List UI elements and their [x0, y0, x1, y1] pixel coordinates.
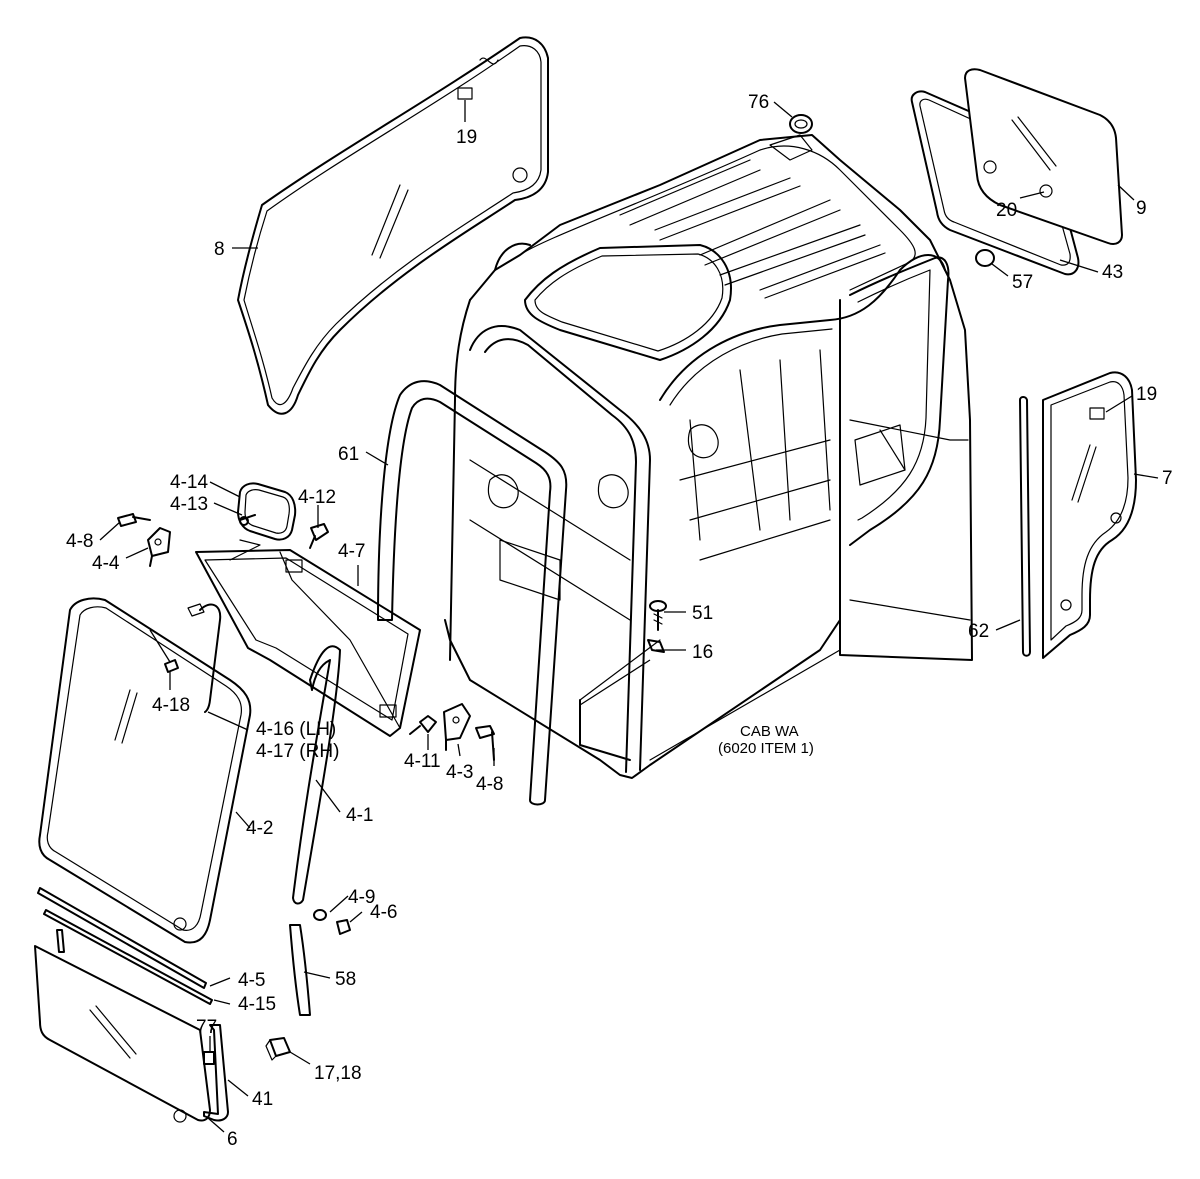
- label-4-16: 4-16 (LH): [256, 719, 336, 740]
- label-4-9: 4-9: [348, 887, 375, 908]
- side-glass-9: [964, 68, 1123, 245]
- washer-4-9: [313, 909, 327, 921]
- clip-16: [647, 639, 665, 653]
- mirror-4-14: [237, 482, 297, 541]
- label-19-right: 19: [1136, 384, 1157, 405]
- bolt-4-11: [409, 715, 437, 735]
- bolt-4-8-left: [117, 513, 151, 527]
- door-rail-4-1: [292, 645, 341, 905]
- bolt-4-18: [164, 659, 179, 673]
- label-8: 8: [214, 239, 225, 260]
- label-7: 7: [1162, 468, 1173, 489]
- label-6: 6: [227, 1129, 238, 1150]
- door-window-frame-4-7: [195, 539, 421, 737]
- windshield-glass-upper: [237, 36, 549, 415]
- nut-4-6: [336, 919, 351, 935]
- seal-41: [203, 1024, 229, 1122]
- label-4-11: 4-11: [404, 751, 441, 772]
- label-4-1: 4-1: [346, 805, 373, 826]
- screw-51: [649, 600, 667, 631]
- label-4-12: 4-12: [298, 487, 336, 508]
- stopper-58: [289, 924, 311, 1016]
- grommet-76: [789, 114, 813, 134]
- hinge-4-4: [147, 527, 171, 567]
- label-4-15: 4-15: [238, 994, 276, 1015]
- label-4-6: 4-6: [370, 902, 397, 923]
- strip-4-15: [43, 909, 213, 1005]
- label-58: 58: [335, 969, 356, 990]
- block-77: [203, 1051, 215, 1065]
- label-62: 62: [968, 621, 989, 642]
- label-57: 57: [1012, 272, 1033, 293]
- label-41: 41: [252, 1089, 273, 1110]
- label-4-13: 4-13: [170, 494, 208, 515]
- front-seal-61: [377, 380, 568, 806]
- label-4-18: 4-18: [152, 695, 190, 716]
- label-4-5: 4-5: [238, 970, 265, 991]
- label-61: 61: [338, 444, 359, 465]
- cab-frame: [444, 134, 973, 779]
- rear-seal-strip-62: [1019, 396, 1031, 657]
- label-9: 9: [1136, 198, 1147, 219]
- label-4-8-right: 4-8: [476, 774, 503, 795]
- label-4-3: 4-3: [446, 762, 473, 783]
- assembly-note: CAB WA (6020 ITEM 1): [718, 723, 814, 757]
- o-ring-57: [975, 249, 995, 267]
- label-4-14: 4-14: [170, 472, 208, 493]
- rear-glass-7: [1042, 371, 1137, 659]
- label-4-17: 4-17 (RH): [256, 741, 339, 762]
- label-4-2: 4-2: [246, 818, 273, 839]
- label-19-top: 19: [456, 127, 477, 148]
- label-77: 77: [196, 1017, 217, 1038]
- note-reference: (6020 ITEM 1): [718, 740, 814, 757]
- label-4-8-left: 4-8: [66, 531, 93, 552]
- bolt-4-12: [309, 523, 329, 549]
- label-17-18: 17,18: [314, 1063, 362, 1084]
- side-window-seal-43: [910, 90, 1080, 276]
- strip-4-5: [37, 887, 207, 989]
- hinge-4-3: [443, 703, 471, 751]
- leader-lines: [99, 100, 1159, 1133]
- door-rod-4-16: [187, 603, 222, 713]
- door-glass-4-2: [38, 597, 252, 944]
- label-16: 16: [692, 642, 713, 663]
- label-4-4: 4-4: [92, 553, 120, 574]
- label-4-7: 4-7: [338, 541, 365, 562]
- label-76: 76: [748, 92, 769, 113]
- callout-labels: 8 19 76 20 9 57 43 19 7 62 61 4-14 4-13 …: [66, 92, 1173, 1150]
- note-cab: CAB WA: [740, 723, 799, 740]
- bolt-4-8-right: [475, 725, 495, 761]
- label-20: 20: [996, 200, 1017, 221]
- label-43: 43: [1102, 262, 1123, 283]
- label-51: 51: [692, 603, 713, 624]
- lower-door-glass-6: [34, 929, 211, 1123]
- bumper-17-18: [265, 1037, 291, 1061]
